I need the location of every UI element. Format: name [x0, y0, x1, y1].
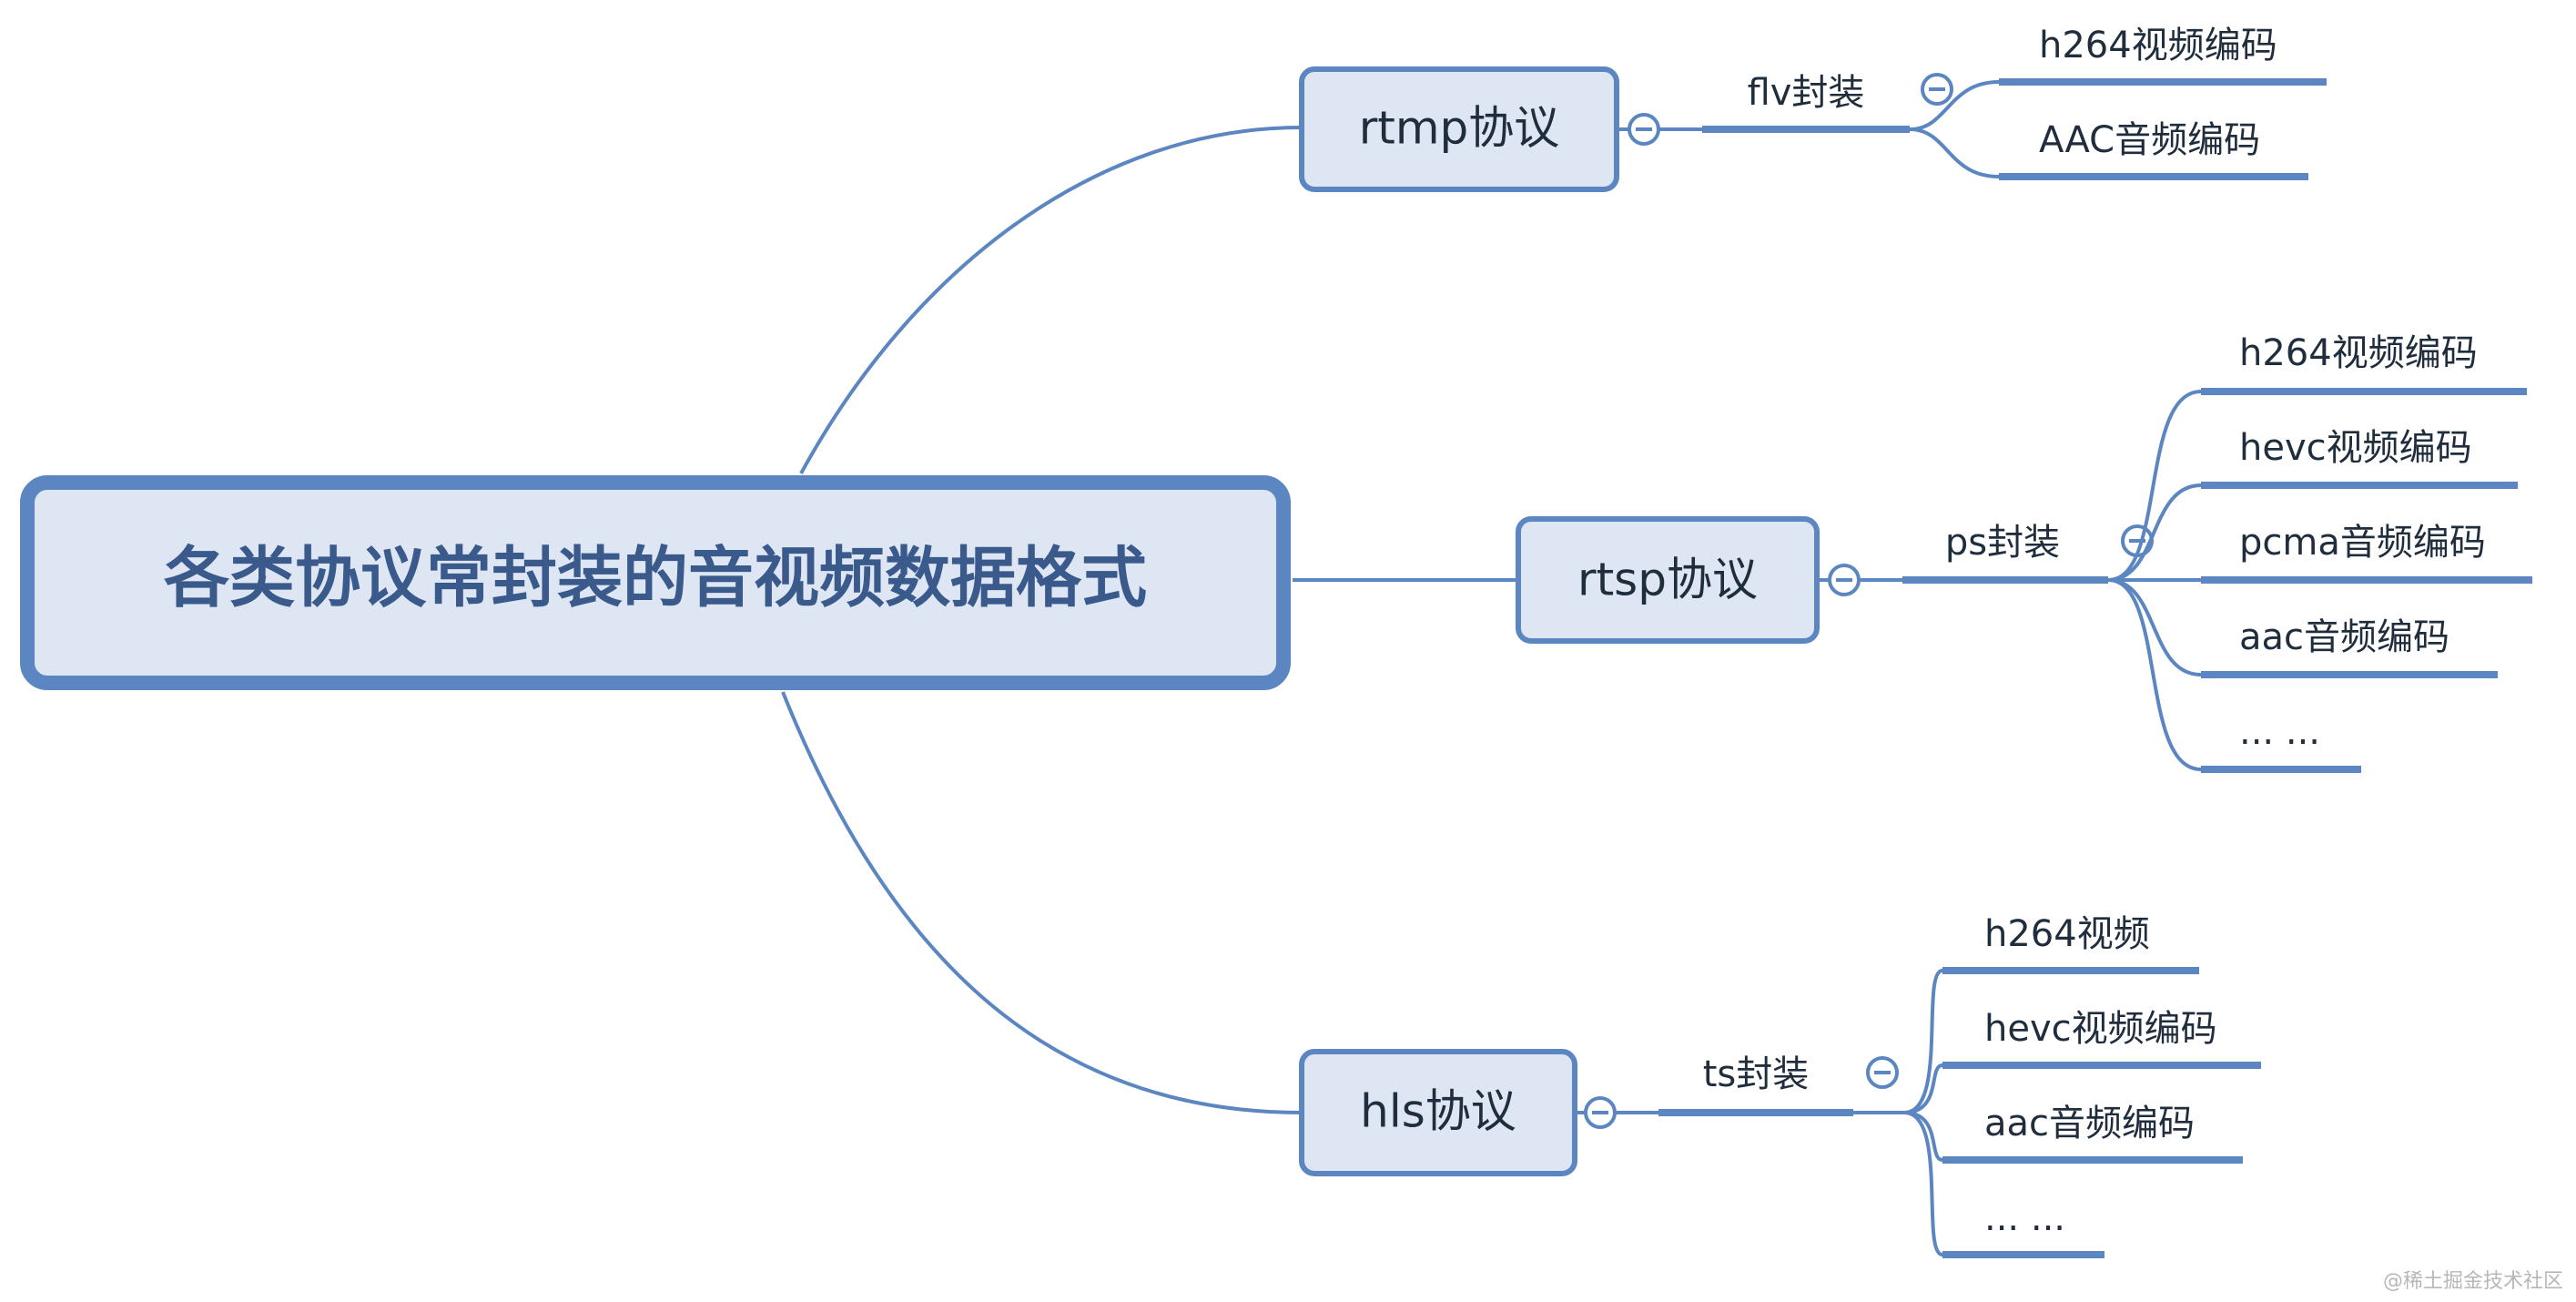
minus-circle-icon[interactable] — [1866, 1056, 1899, 1089]
codec-label: aac音频编码 — [1984, 1103, 2195, 1144]
root-node-title: 各类协议常封装的音视频数据格式 — [164, 540, 1147, 616]
container-label-ps: ps封装 — [1945, 522, 2060, 564]
protocol-label-rtmp: rtmp协议 — [1359, 102, 1560, 155]
branch-ps-h264 — [2107, 390, 2202, 582]
minus-circle-icon[interactable] — [1628, 113, 1660, 146]
branch-ps-hevc — [2107, 483, 2202, 582]
protocol-label-hls: hls协议 — [1360, 1085, 1516, 1138]
codec-label: hevc视频编码 — [2239, 427, 2472, 469]
branch-ts-hevc — [1903, 1063, 1943, 1114]
codec-label: h264视频编码 — [2239, 332, 2478, 374]
codec-label: ... ... — [1984, 1197, 2065, 1239]
minus-circle-icon[interactable] — [1584, 1096, 1617, 1129]
root-node-box[interactable] — [20, 475, 1291, 690]
codec-label: h264视频编码 — [2039, 25, 2277, 66]
connector-root-rtmp — [799, 126, 1303, 474]
codec-label: aac音频编码 — [2239, 616, 2449, 658]
container-label-flv: flv封装 — [1748, 72, 1865, 114]
branch-ts-aac — [1903, 1111, 1943, 1162]
minus-circle-icon[interactable] — [1828, 564, 1861, 596]
branch-flv-h264 — [1909, 80, 2000, 131]
branch-ts-h264 — [1903, 969, 1943, 1114]
codec-label: AAC音频编码 — [2039, 119, 2260, 161]
protocol-label-rtsp: rtsp协议 — [1577, 554, 1758, 606]
codec-label: hevc视频编码 — [1984, 1008, 2217, 1050]
watermark: @稀土掘金技术社区 — [2383, 1270, 2563, 1293]
codec-label: pcma音频编码 — [2239, 522, 2486, 564]
branch-ts-more — [1903, 1111, 1943, 1256]
branch-flv-aac — [1909, 127, 2000, 178]
connector-root-hls — [781, 691, 1303, 1114]
minus-circle-icon[interactable] — [1921, 73, 1953, 106]
container-label-ts: ts封装 — [1703, 1053, 1810, 1095]
branch-ps-more — [2107, 578, 2202, 771]
codec-label: ... ... — [2239, 711, 2320, 753]
codec-label: h264视频 — [1984, 913, 2150, 955]
branch-ps-aac — [2107, 578, 2202, 676]
